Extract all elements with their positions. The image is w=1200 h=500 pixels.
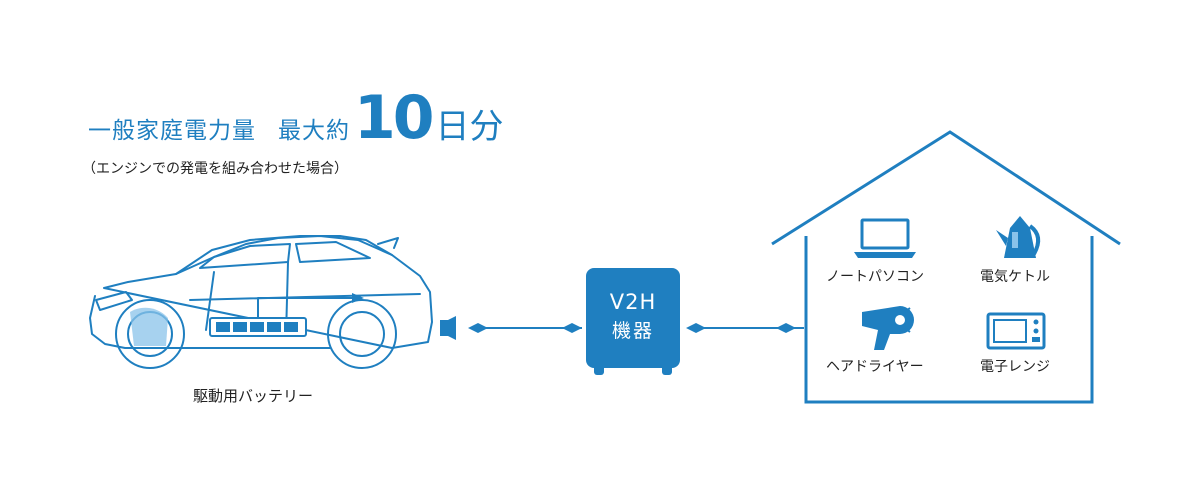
- v2h-foot-left: [594, 368, 604, 375]
- appliance-label-kettle: 電気ケトル: [980, 269, 1050, 285]
- kettle-icon: [996, 216, 1041, 258]
- v2h-label-line2: 機器: [611, 320, 654, 342]
- car-illustration: [89, 235, 433, 369]
- headline-note: （エンジンでの発電を組み合わせた場合）: [82, 161, 348, 177]
- headline: 一般家庭電力量 最大約 10 日分: [88, 88, 504, 148]
- headline-unit: 日分: [435, 107, 504, 147]
- car-to-v2h-connection: [468, 323, 582, 333]
- v2h-device: V2H 機器: [586, 268, 680, 368]
- appliance-label-dryer: ヘアドライヤー: [826, 359, 924, 375]
- battery-label: 駆動用バッテリー: [193, 387, 314, 405]
- wheel-highlight: [130, 307, 168, 346]
- house-outline: [771, 130, 1121, 404]
- appliance-label-microwave: 電子レンジ: [980, 359, 1050, 375]
- car-flow-arrowhead: [352, 293, 364, 303]
- microwave-icon: [986, 312, 1046, 350]
- laptop-icon: [854, 218, 916, 258]
- v2h-label-line1: V2H: [609, 290, 657, 314]
- battery-icon: [209, 317, 307, 337]
- headline-number: 10: [354, 83, 434, 153]
- v2h-foot-right: [662, 368, 672, 375]
- appliance-label-laptop: ノートパソコン: [826, 269, 924, 285]
- headline-prefix: 最大約: [278, 118, 350, 144]
- hair-dryer-icon: [862, 306, 914, 350]
- charging-plug-icon: [440, 316, 456, 340]
- headline-lead: 一般家庭電力量: [88, 118, 256, 144]
- v2h-to-house-connection: [686, 323, 804, 333]
